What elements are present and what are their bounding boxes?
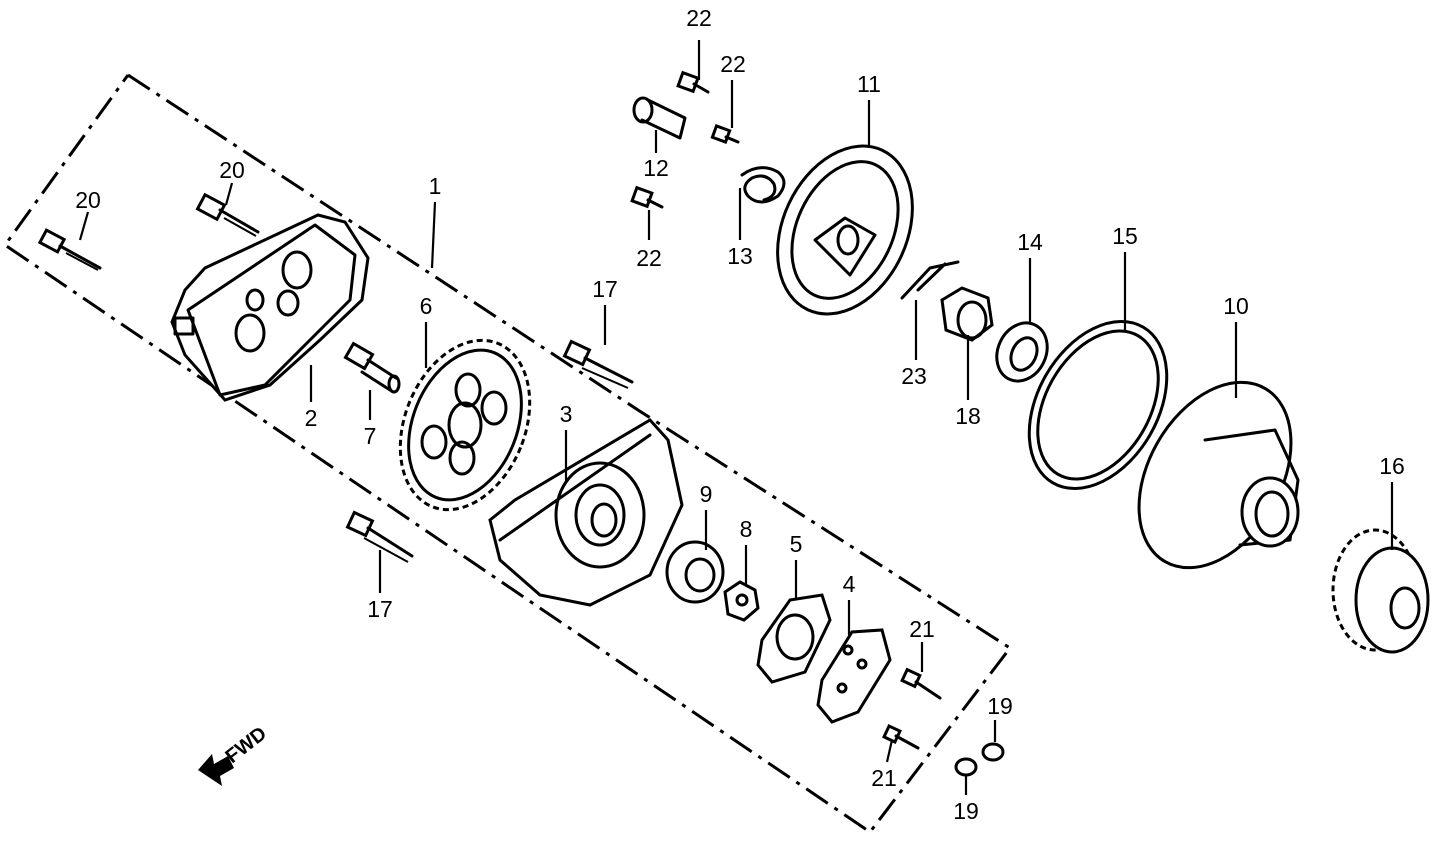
part-12-union-bolt <box>632 96 687 140</box>
part-7-dowel-pin <box>343 341 401 394</box>
callout-19-upper: 19 <box>987 693 1013 719</box>
callout-8: 8 <box>740 516 753 542</box>
forward-direction-indicator: FWD <box>198 723 271 786</box>
part-10-pump-housing <box>1137 380 1300 570</box>
callout-19-lower: 19 <box>953 798 979 824</box>
callout-labels: 1 2 3 4 5 6 7 8 9 10 11 12 13 14 15 16 1… <box>75 5 1405 824</box>
part-22-screw-top <box>676 70 710 94</box>
callout-17-upper: 17 <box>592 276 618 302</box>
part-13-relief-spring <box>740 166 786 204</box>
callout-5: 5 <box>790 531 803 557</box>
part-16-drive-gear <box>1331 528 1430 654</box>
part-19-o-ring-right <box>981 742 1005 762</box>
part-17-bolt-lower <box>345 510 414 563</box>
part-9-outer-rotor <box>665 540 725 604</box>
callout-20-left: 20 <box>75 187 101 213</box>
callout-21-upper: 21 <box>909 616 935 642</box>
part-3-pump-body <box>488 418 684 607</box>
callout-9: 9 <box>700 481 713 507</box>
part-4-cover-plate <box>816 628 892 724</box>
part-21-screw-lower <box>882 724 920 750</box>
part-6-driven-gear <box>398 338 532 512</box>
part-8-inner-rotor <box>723 580 760 622</box>
callout-4: 4 <box>843 571 856 597</box>
callout-16: 16 <box>1379 453 1405 479</box>
callout-17-lower: 17 <box>367 596 393 622</box>
forward-arrow-icon <box>198 754 234 786</box>
callout-23: 23 <box>901 363 927 389</box>
callout-22-mid: 22 <box>720 51 746 77</box>
part-18-lock-nut <box>940 286 994 342</box>
leader-lines <box>78 40 1394 795</box>
part-22-screw-low <box>630 185 664 209</box>
part-11-strainer-housing <box>776 144 914 316</box>
callout-21-lower: 21 <box>871 765 897 791</box>
part-21-screw-upper <box>900 667 942 700</box>
callout-22-top: 22 <box>686 5 712 31</box>
callout-1: 1 <box>429 173 442 199</box>
part-2-pump-cover <box>170 213 370 402</box>
part-20-bolt-left <box>37 228 102 271</box>
callout-12: 12 <box>643 155 669 181</box>
part-5-gasket <box>756 593 832 684</box>
part-22-screw-mid <box>710 124 740 144</box>
assembly-boundary <box>2 73 1013 835</box>
callout-10: 10 <box>1223 293 1249 319</box>
part-20-bolt-right <box>195 192 260 237</box>
callout-13: 13 <box>727 243 753 269</box>
callout-2: 2 <box>305 405 318 431</box>
callout-22-low: 22 <box>636 245 662 271</box>
callout-3: 3 <box>560 401 573 427</box>
part-17-bolt-upper <box>562 339 634 389</box>
part-15-housing-gasket <box>1027 319 1169 491</box>
callout-20-right: 20 <box>219 157 245 183</box>
callout-6: 6 <box>420 293 433 319</box>
callout-14: 14 <box>1017 229 1043 255</box>
part-19-o-ring-left <box>954 757 978 777</box>
callout-18: 18 <box>955 403 981 429</box>
callout-7: 7 <box>364 423 377 449</box>
callout-15: 15 <box>1112 223 1138 249</box>
part-14-washer <box>995 321 1049 383</box>
part-23-retaining-clip <box>900 260 960 300</box>
fwd-label: FWD <box>222 723 271 768</box>
callout-11: 11 <box>857 71 881 97</box>
